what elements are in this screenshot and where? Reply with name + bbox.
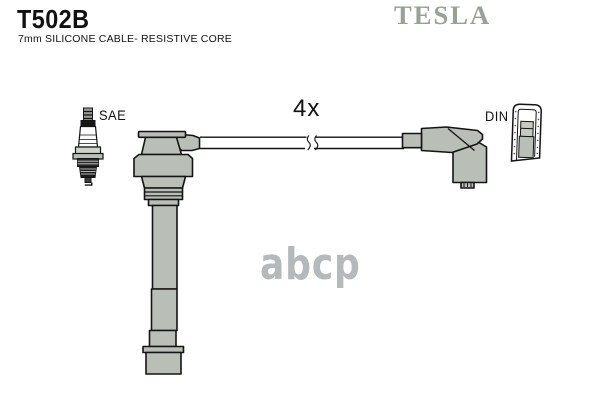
brand-logo: TESLA <box>394 1 492 30</box>
boot-flange <box>142 345 185 354</box>
boot-ribs <box>143 187 184 201</box>
spark-plug-illustration <box>72 107 104 186</box>
din-label: DIN <box>485 108 509 124</box>
elbow-barrel <box>420 126 484 154</box>
watermark: abcp <box>260 239 361 290</box>
plug-tip <box>84 177 92 183</box>
part-number: T502B <box>17 4 90 34</box>
plug-boot-illustration <box>133 130 201 375</box>
boot-end-cap <box>145 351 182 375</box>
cable-break-mark <box>306 135 319 151</box>
distributor-boot-illustration <box>401 126 488 189</box>
product-description: 7mm SILICONE CABLE- RESISTIVE CORE <box>18 33 232 45</box>
quantity-label: 4x <box>293 95 321 122</box>
boot-shaft-lower <box>150 288 178 332</box>
cable-sleeve <box>401 132 423 149</box>
boot-step <box>140 175 187 189</box>
ignition-cable-illustration <box>200 135 404 151</box>
plug-terminal-ring <box>80 120 96 127</box>
din-connector-cross-section <box>510 103 542 162</box>
sae-label: SAE <box>99 107 127 123</box>
plug-crimp <box>77 158 99 167</box>
boot-neck <box>140 136 183 156</box>
plug-ground-electrode <box>84 182 93 186</box>
din-terminal-lower <box>518 135 535 159</box>
plug-insulator <box>77 125 99 148</box>
boot-body <box>133 153 194 178</box>
rubber-stipple <box>513 110 540 155</box>
plug-threads <box>78 166 98 178</box>
boot-top-cap <box>137 130 187 139</box>
boot-shaft-upper <box>151 204 178 290</box>
